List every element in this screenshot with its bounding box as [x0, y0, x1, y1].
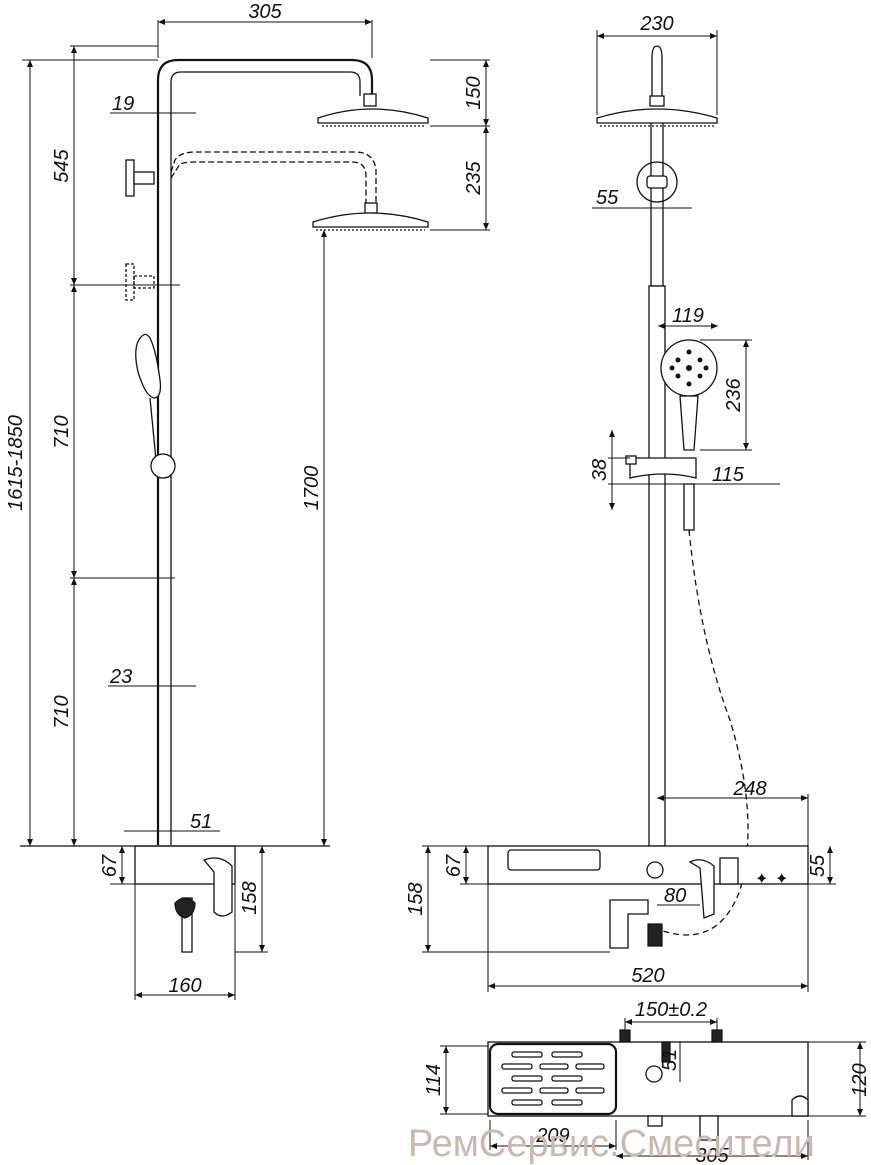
alt-arm-lower — [170, 161, 367, 205]
slider-cap — [625, 455, 637, 465]
side-arm — [651, 45, 663, 104]
side-mixer-end — [719, 857, 739, 885]
alt-arm-upper — [170, 151, 377, 205]
bottom-view: 150±0.2 114 51 120 209 305 — [423, 999, 871, 1165]
dim-51: 51 — [190, 811, 212, 833]
dim-710-lower: 710 — [51, 695, 73, 728]
svg-text:✦: ✦ — [775, 871, 788, 888]
top-shower-head — [317, 108, 429, 124]
dim-67-front: 67 — [99, 854, 121, 877]
spout-nozzle — [174, 897, 196, 919]
dim-520: 520 — [631, 965, 664, 987]
side-mixer-lever — [688, 859, 715, 919]
riser-pipe-outer — [156, 58, 374, 845]
side-spout — [609, 899, 649, 949]
watermark: РемСервис.Смесители — [408, 1123, 815, 1165]
side-bracket-circle — [636, 161, 678, 203]
dim-19: 19 — [112, 93, 134, 115]
dim-158-front: 158 — [239, 881, 261, 914]
shower-hose — [659, 529, 749, 936]
side-shelf-tray — [507, 849, 601, 871]
bottom-inlet — [647, 1115, 663, 1127]
dim-158-side: 158 — [405, 882, 427, 915]
side-outlet — [647, 923, 663, 947]
diverter-knob — [646, 861, 664, 879]
bracket-arm — [133, 171, 155, 185]
hand-shower-nozzles — [669, 349, 709, 387]
dim-150: 150 — [463, 76, 485, 109]
top-head-connector — [363, 93, 377, 107]
side-bracket-clip — [646, 175, 668, 189]
side-head-connector — [649, 95, 665, 107]
dim-209: 209 — [535, 1125, 569, 1147]
dim-55-side: 55 — [596, 187, 619, 209]
dim-67-side: 67 — [443, 854, 465, 877]
riser-pipe-inner — [170, 71, 361, 845]
wall-bracket — [125, 159, 135, 197]
dim-total-height: 1615-1850 — [5, 415, 27, 511]
dim-114: 114 — [423, 1064, 445, 1096]
shelf-slots — [501, 1051, 605, 1106]
dim-38: 38 — [589, 459, 611, 481]
side-shower-head — [596, 108, 718, 124]
slider-knob — [150, 453, 176, 479]
slider-holder — [629, 457, 697, 479]
dim-236: 236 — [723, 377, 745, 412]
hand-shower-handle-side — [679, 395, 699, 451]
dim-51-bottom: 51 — [659, 1049, 681, 1071]
hand-shower-handle — [149, 397, 157, 461]
bottom-knob — [645, 1065, 663, 1083]
dim-305: 305 — [248, 1, 282, 23]
alt-wall-bracket — [125, 263, 135, 301]
side-view: ✦ ✦ 230 55 119 236 38 115 248 158 67 — [405, 13, 836, 992]
hose-connector — [683, 483, 695, 531]
dim-710-upper: 710 — [51, 415, 73, 448]
bottom-shelf — [488, 1042, 618, 1116]
hand-shower — [135, 333, 162, 399]
bottom-outlet — [699, 1115, 719, 1141]
dim-1700: 1700 — [301, 466, 323, 511]
bottom-bracket-left — [661, 1041, 671, 1063]
mount-point-left — [619, 1029, 631, 1043]
alt-head-connector — [364, 202, 378, 214]
dim-305-bottom: 305 — [695, 1145, 729, 1165]
mixer-lever — [202, 857, 233, 917]
dim-115: 115 — [712, 464, 745, 486]
dim-248: 248 — [732, 778, 766, 800]
bottom-end-cap — [791, 1095, 809, 1117]
mount-point-right — [711, 1029, 723, 1043]
dim-150-tol: 150±0.2 — [635, 999, 707, 1021]
alt-shower-head — [312, 212, 429, 228]
dim-119: 119 — [672, 305, 704, 327]
dim-55-right: 55 — [807, 854, 829, 877]
dim-545: 545 — [51, 148, 73, 182]
side-screws: ✦ ✦ — [755, 871, 788, 888]
dim-120: 120 — [849, 1063, 871, 1096]
front-view: 305 19 150 235 545 710 710 1615-1850 170… — [5, 1, 490, 1000]
dim-230: 230 — [639, 13, 673, 35]
dim-23: 23 — [109, 666, 132, 688]
dim-160: 160 — [168, 975, 201, 997]
dim-80: 80 — [664, 885, 686, 907]
dim-235: 235 — [463, 160, 485, 195]
svg-text:✦: ✦ — [755, 871, 768, 888]
